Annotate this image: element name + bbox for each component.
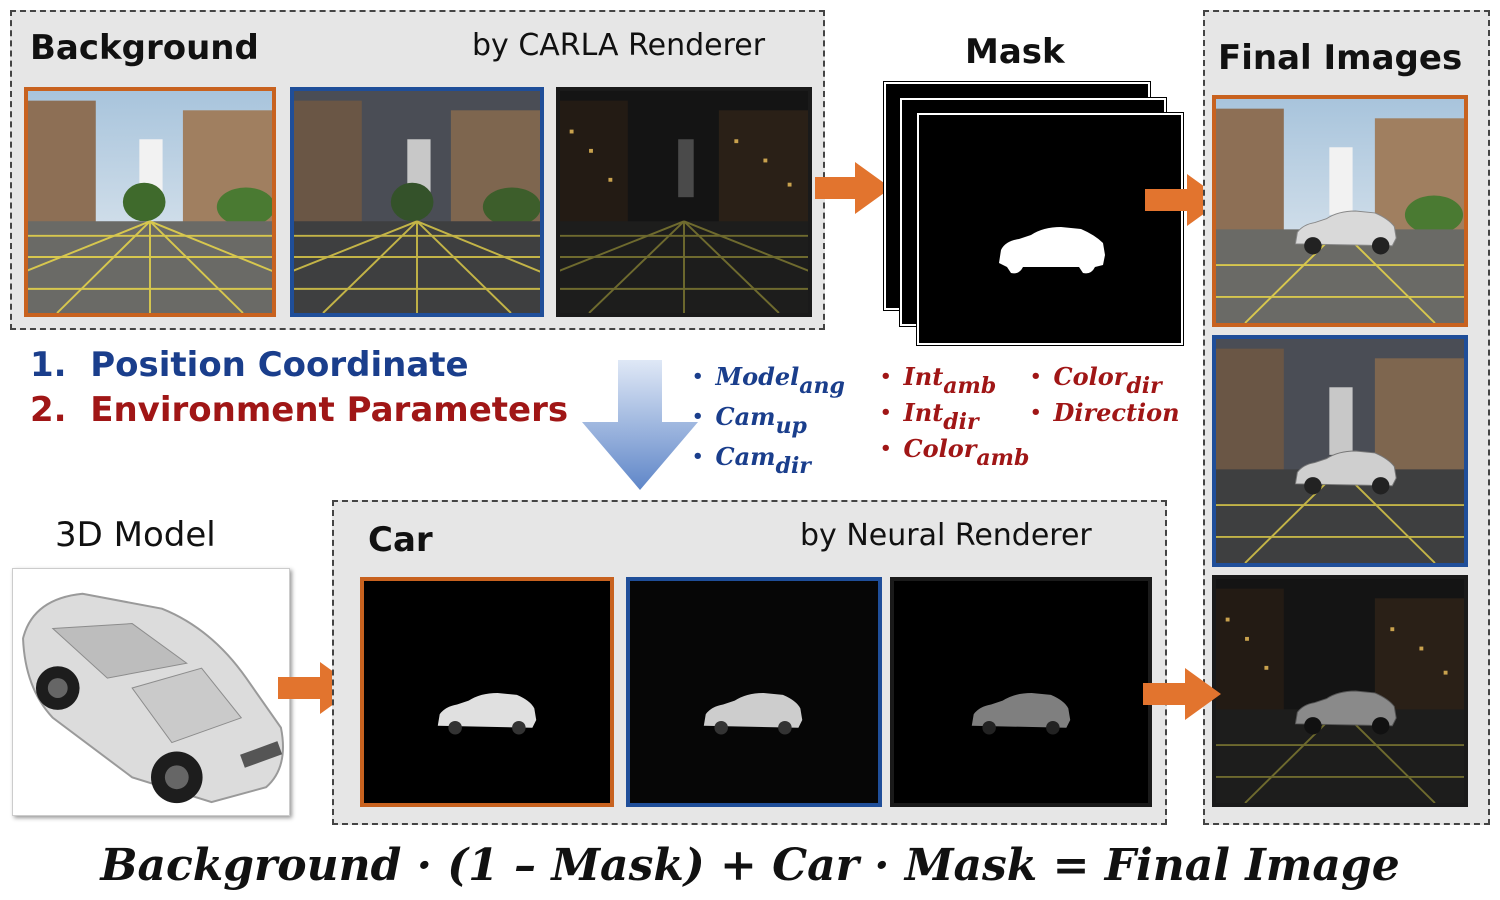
parameter-subscript: dir	[1126, 373, 1162, 399]
step-position-coordinate: 1. Position Coordinate	[30, 345, 469, 385]
parameter-subscript: ang	[799, 373, 845, 399]
parameter-base: Cam	[715, 442, 776, 471]
bullet-icon: •	[880, 438, 892, 459]
parameter-item: • Intamb	[880, 362, 996, 399]
mask-sheet-front	[917, 113, 1183, 345]
car-render-dusk	[626, 577, 882, 807]
parameter-base: Model	[715, 362, 800, 391]
model3d-image	[12, 568, 290, 816]
background-title: Background	[30, 28, 259, 68]
parameter-subscript: amb	[943, 373, 997, 399]
parameter-subscript: amb	[976, 445, 1030, 471]
car-subtitle: by Neural Renderer	[800, 518, 1092, 553]
final-image-night	[1212, 575, 1468, 807]
final-image-dusk	[1212, 335, 1468, 567]
parameter-base: Int	[903, 398, 944, 427]
final-images-title: Final Images	[1218, 38, 1463, 78]
bullet-icon: •	[1030, 366, 1042, 387]
background-image-day	[24, 87, 276, 317]
parameter-item: • Intdir	[880, 398, 979, 435]
parameter-item: • Coloramb	[880, 434, 1029, 471]
parameter-item: • Colordir	[1030, 362, 1162, 399]
parameter-subscript: dir	[943, 409, 979, 435]
down-arrow	[582, 360, 698, 490]
composition-formula: Background · (1 – Mask) + Car · Mask = F…	[100, 840, 1400, 891]
parameter-item: • Camup	[692, 402, 807, 439]
background-image-night	[556, 87, 812, 317]
step-environment-parameters: 2. Environment Parameters	[30, 390, 569, 430]
parameter-base: Int	[903, 362, 944, 391]
model3d-title: 3D Model	[55, 515, 216, 555]
parameter-subscript: dir	[775, 453, 811, 479]
car-silhouette-icon	[999, 227, 1105, 274]
parameter-base: Color	[903, 434, 977, 463]
parameter-item: • Direction	[1030, 398, 1180, 427]
background-image-dusk	[290, 87, 544, 317]
bullet-icon: •	[692, 366, 704, 387]
bullet-icon: •	[880, 366, 892, 387]
parameter-base: Cam	[715, 402, 776, 431]
final-image-day	[1212, 95, 1468, 327]
arrow-car-to-final	[1143, 668, 1221, 720]
parameter-base: Color	[1053, 362, 1127, 391]
parameter-item: • Modelang	[692, 362, 845, 399]
parameter-item: • Camdir	[692, 442, 811, 479]
bullet-icon: •	[692, 406, 704, 427]
arrow-to-mask	[815, 162, 891, 214]
background-subtitle: by CARLA Renderer	[472, 28, 766, 63]
parameter-subscript: up	[775, 413, 807, 439]
bullet-icon: •	[1030, 402, 1042, 423]
parameter-base: Direction	[1053, 398, 1180, 427]
car-title: Car	[368, 520, 433, 560]
bullet-icon: •	[880, 402, 892, 423]
mask-title: Mask	[965, 32, 1065, 72]
bullet-icon: •	[692, 446, 704, 467]
car-render-day	[360, 577, 614, 807]
car-render-night	[890, 577, 1152, 807]
